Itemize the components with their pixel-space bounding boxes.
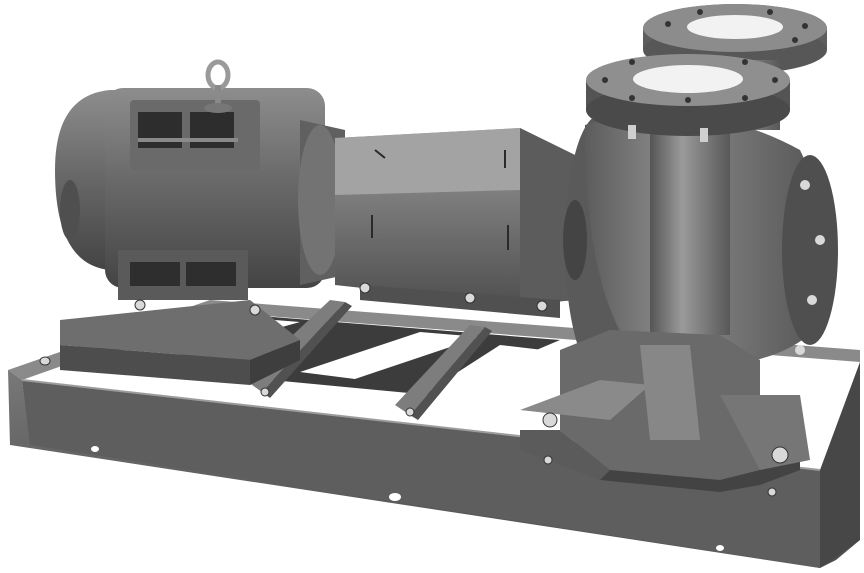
- base-bolt: [260, 387, 270, 397]
- motor-pedestal: [60, 300, 300, 385]
- base-bolt: [405, 407, 415, 417]
- pump-pedestal: [520, 330, 810, 497]
- electric-motor: [55, 59, 345, 316]
- lifting-eye: [204, 59, 232, 113]
- discharge-flange-front: [586, 54, 790, 142]
- coupling-guard: [335, 128, 575, 318]
